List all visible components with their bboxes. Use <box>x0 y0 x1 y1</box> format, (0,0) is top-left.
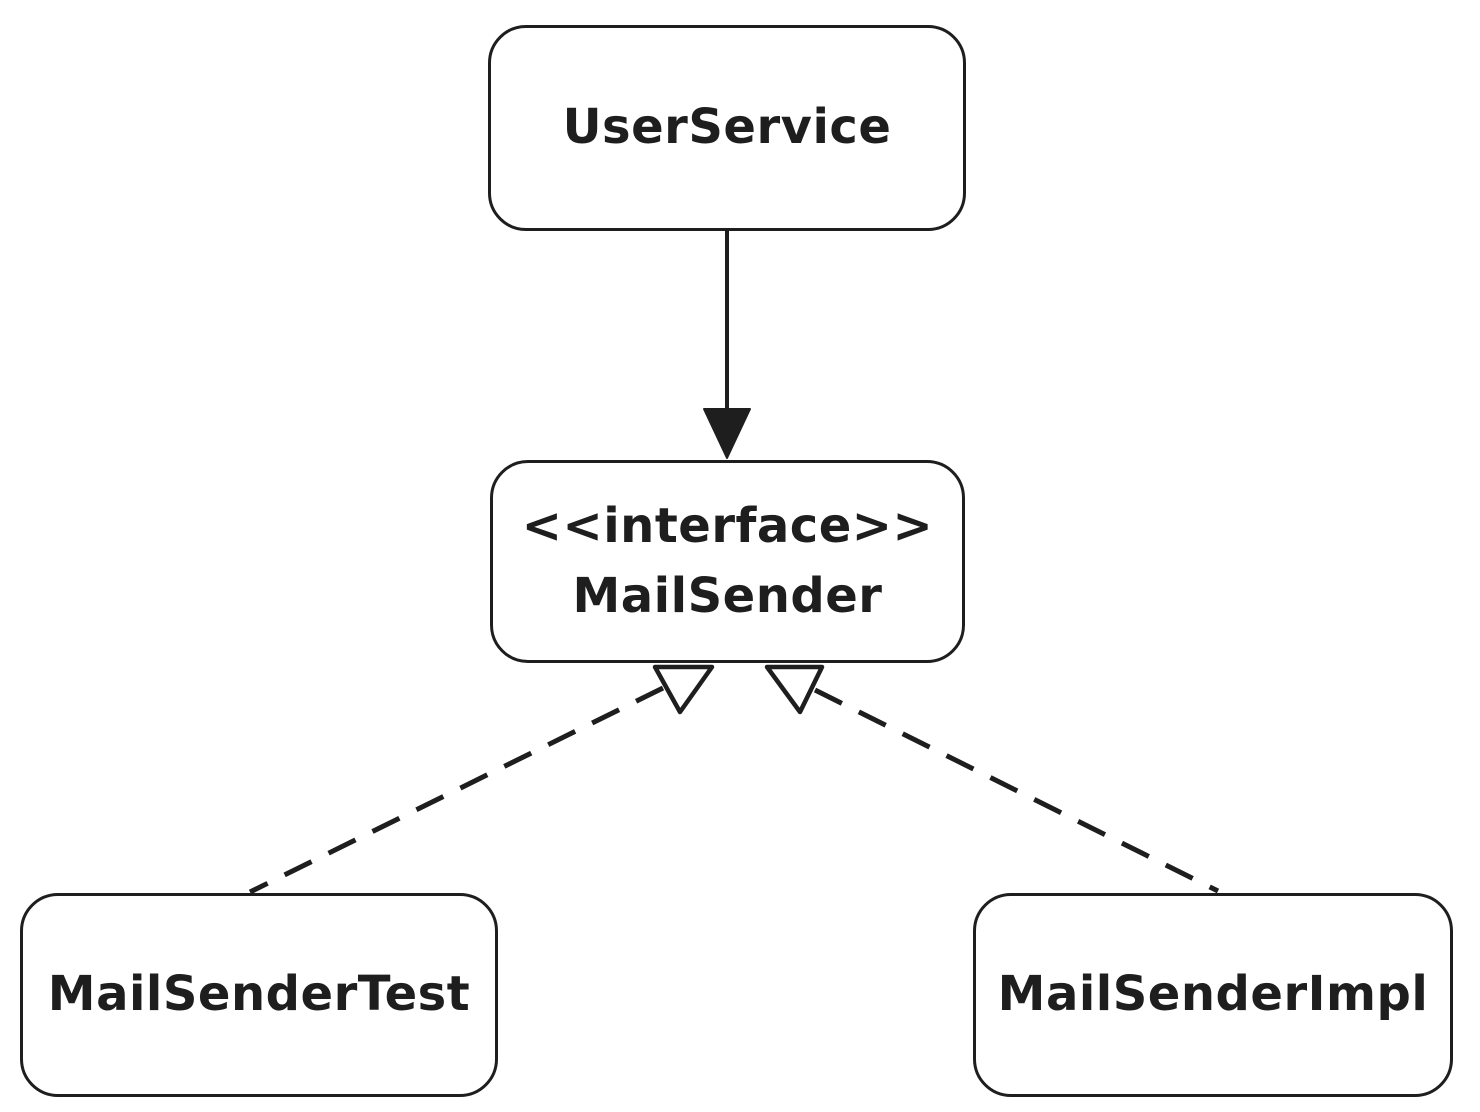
node-mail-sender-stereotype: <<interface>> <box>521 497 934 554</box>
edge-mailsendertest-to-mailsender <box>248 664 715 895</box>
edge-mailsenderimpl-to-mailsender <box>764 664 1220 894</box>
node-mail-sender-impl: MailSenderImpl <box>973 893 1453 1097</box>
node-mail-sender-test: MailSenderTest <box>20 893 498 1097</box>
realization-line-right <box>813 687 1220 894</box>
hollow-arrowhead-right-icon <box>764 664 825 715</box>
hollow-arrowhead-left-icon <box>652 664 715 715</box>
edge-userservice-to-mailsender <box>703 231 751 459</box>
node-mail-sender-test-label: MailSenderTest <box>47 966 471 1023</box>
node-user-service: UserService <box>488 25 966 231</box>
node-mail-sender-label: MailSender <box>572 567 883 624</box>
realization-line-left <box>248 685 665 895</box>
node-user-service-label: UserService <box>562 99 892 156</box>
filled-arrowhead-icon <box>703 408 751 459</box>
node-mail-sender-impl-label: MailSenderImpl <box>997 966 1429 1023</box>
node-mail-sender-interface: <<interface>> MailSender <box>490 460 965 663</box>
